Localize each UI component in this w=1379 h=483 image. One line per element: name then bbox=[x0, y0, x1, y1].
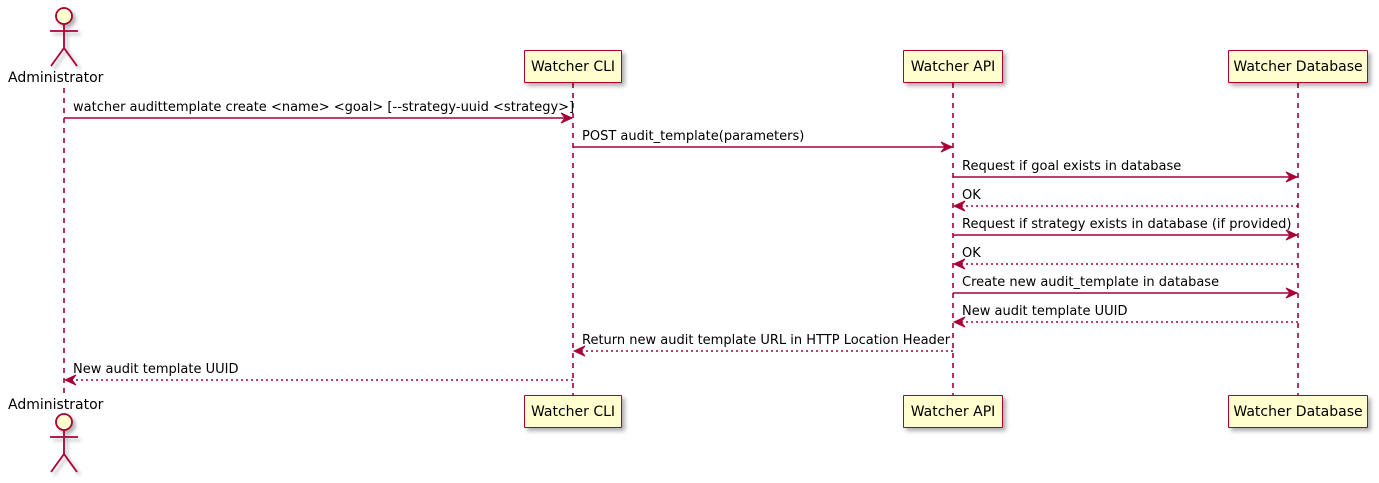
participant-box-watcher-api-bottom[interactable]: Watcher API bbox=[903, 395, 1003, 428]
arrowhead-10 bbox=[63, 374, 77, 386]
arrowhead-4 bbox=[952, 200, 966, 212]
message-label-9: Return new audit template URL in HTTP Lo… bbox=[582, 333, 951, 348]
message-label-5: Request if strategy exists in database (… bbox=[962, 217, 1292, 232]
message-label-7: Create new audit_template in database bbox=[962, 275, 1220, 290]
participant-box-watcher-cli-bottom[interactable]: Watcher CLI bbox=[524, 395, 622, 428]
arrowhead-8 bbox=[952, 316, 966, 328]
message-label-2: POST audit_template(parameters) bbox=[582, 129, 805, 144]
message-label-10: New audit template UUID bbox=[73, 362, 239, 377]
actor-label-administrator-top: Administrator bbox=[8, 70, 104, 86]
actor-figure-administrator-bottom bbox=[50, 413, 78, 473]
message-label-3: Request if goal exists in database bbox=[962, 159, 1182, 174]
arrowhead-9 bbox=[572, 345, 586, 357]
message-label-8: New audit template UUID bbox=[962, 304, 1128, 319]
lifelines-group bbox=[63, 83, 1299, 395]
message-label-6: OK bbox=[962, 246, 981, 261]
message-arrows-group bbox=[63, 112, 1299, 386]
actor-figures-group bbox=[50, 7, 78, 473]
arrowhead-1 bbox=[560, 112, 574, 124]
actor-figure-administrator-top bbox=[50, 7, 78, 67]
arrowhead-3 bbox=[1285, 171, 1299, 183]
participant-box-watcher-api-top[interactable]: Watcher API bbox=[903, 50, 1003, 83]
arrowhead-6 bbox=[952, 258, 966, 270]
participant-box-watcher-database-bottom[interactable]: Watcher Database bbox=[1228, 395, 1368, 428]
message-label-4: OK bbox=[962, 188, 981, 203]
message-label-1: watcher audittemplate create <name> <goa… bbox=[73, 100, 575, 115]
participant-box-watcher-database-top[interactable]: Watcher Database bbox=[1228, 50, 1368, 83]
arrowhead-7 bbox=[1285, 287, 1299, 299]
arrowhead-2 bbox=[940, 141, 954, 153]
actor-label-administrator-bottom: Administrator bbox=[8, 397, 104, 413]
arrowhead-5 bbox=[1285, 229, 1299, 241]
participant-box-watcher-cli-top[interactable]: Watcher CLI bbox=[524, 50, 622, 83]
